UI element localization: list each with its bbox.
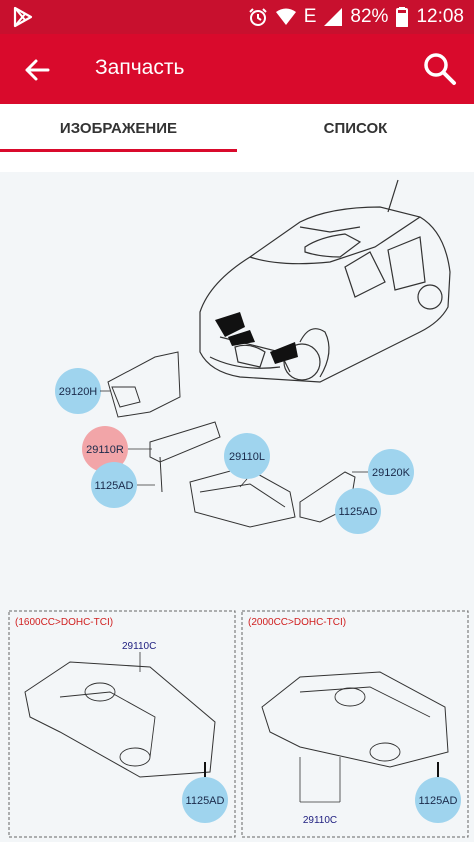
- page-title: Запчасть: [95, 56, 185, 79]
- svg-text:1125AD: 1125AD: [186, 795, 225, 807]
- svg-text:(1600CC>DOHC-TCI): (1600CC>DOHC-TCI): [15, 617, 113, 628]
- tab-bar: ИЗОБРАЖЕНИЕ СПИСОК: [0, 104, 474, 153]
- tab-indicator: [0, 149, 237, 152]
- svg-text:29110C: 29110C: [122, 641, 156, 652]
- svg-text:1125AD: 1125AD: [339, 506, 378, 518]
- engine-shields: [215, 312, 298, 364]
- svg-text:29120K: 29120K: [372, 467, 411, 479]
- svg-text:1125AD: 1125AD: [95, 480, 134, 492]
- battery-icon: [396, 7, 409, 27]
- svg-text:29110L: 29110L: [229, 451, 265, 463]
- callout-1125AD-b[interactable]: 1125AD: [335, 488, 381, 534]
- callout-29110L[interactable]: 29110L: [224, 433, 270, 488]
- clock: 12:08: [416, 6, 464, 27]
- svg-text:29110C: 29110C: [303, 815, 337, 826]
- alarm-icon: [249, 8, 267, 26]
- tab-image[interactable]: ИЗОБРАЖЕНИЕ: [59, 119, 178, 137]
- svg-text:29110R: 29110R: [86, 444, 124, 456]
- callout-29110R[interactable]: 29110R: [82, 426, 152, 472]
- battery-percent: 82%: [350, 6, 389, 27]
- callout-1125AD-a[interactable]: 1125AD: [91, 462, 155, 508]
- svg-text:(2000CC>DOHC-TCI): (2000CC>DOHC-TCI): [248, 617, 346, 628]
- app-bar: Запчасть: [0, 34, 474, 104]
- car-illustration: [199, 179, 451, 383]
- callout-29120K[interactable]: 29120K: [352, 449, 414, 495]
- network-type: E: [303, 6, 317, 27]
- svg-text:1125AD: 1125AD: [419, 795, 458, 807]
- callout-29120H[interactable]: 29120H: [55, 368, 110, 414]
- status-bar: E 82% 12:08: [0, 0, 474, 34]
- content-area: 29120H 29110R 1125AD 29110L 29120K: [0, 152, 474, 842]
- diagram-canvas: 29120H 29110R 1125AD 29110L 29120K: [8, 179, 469, 838]
- parts-diagram[interactable]: 29120H 29110R 1125AD 29110L 29120K: [0, 172, 474, 842]
- tab-list[interactable]: СПИСОК: [323, 119, 388, 137]
- play-store-icon: [13, 6, 33, 28]
- variant-panel-1600: (1600CC>DOHC-TCI) 29110C 1125AD: [8, 610, 236, 838]
- back-arrow-icon[interactable]: [20, 53, 54, 87]
- wifi-icon: [275, 8, 296, 25]
- svg-text:29120H: 29120H: [59, 386, 98, 398]
- search-icon[interactable]: [422, 51, 458, 87]
- variant-panel-2000: (2000CC>DOHC-TCI) 29110C 1125AD: [241, 610, 469, 838]
- signal-icon: [324, 8, 343, 26]
